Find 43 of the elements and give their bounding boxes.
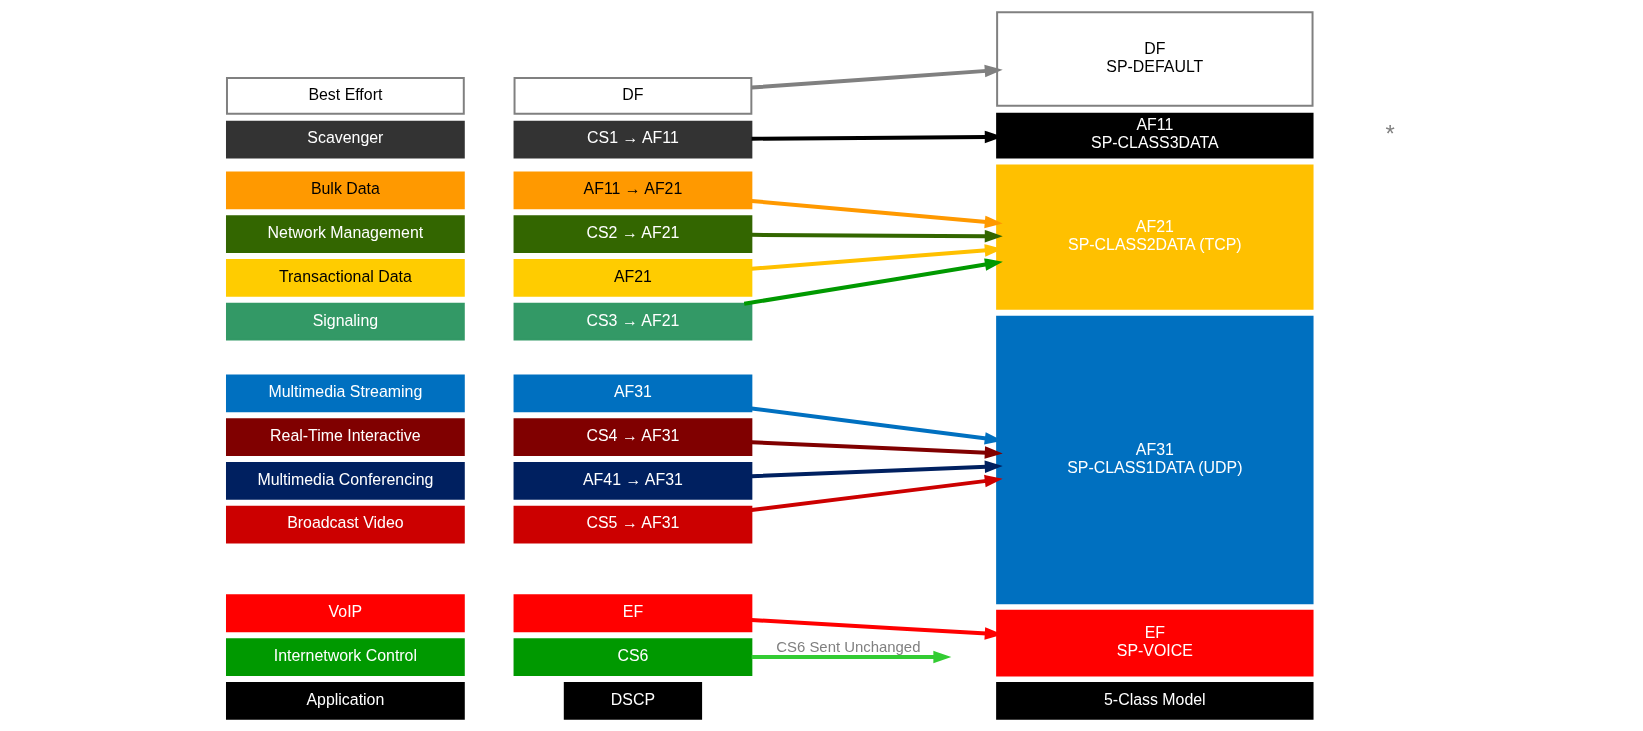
node-box: Multimedia Streaming: [225, 374, 465, 413]
node-box: CS3 → AF21: [513, 302, 752, 341]
edge-label: CS6 Sent Unchanged: [775, 638, 920, 656]
node-box: CS6: [513, 638, 752, 676]
node-box: Scavenger: [225, 120, 465, 159]
node-box: AF11 SP-CLASS3DATA: [995, 112, 1314, 159]
node-box: Signaling: [225, 302, 465, 341]
node-box: Bulk Data: [225, 171, 465, 210]
arrow: [750, 244, 1003, 271]
arrow: [750, 474, 1003, 513]
arrow: [751, 460, 1003, 479]
node-box: DF SP-DEFAULT: [995, 11, 1314, 107]
node-box: CS2 → AF21: [513, 215, 752, 254]
node-box: AF41 → AF31: [513, 462, 752, 500]
node-box: EF: [513, 594, 752, 633]
node-box: AF21 SP-CLASS2DATA (TCP): [995, 164, 1314, 310]
node-box: DSCP: [563, 681, 702, 720]
arrow: [751, 229, 1003, 243]
arrow: [750, 64, 1003, 90]
node-box: DF: [513, 76, 752, 115]
node-box: CS1 → AF11: [513, 120, 752, 159]
node-box: EF SP-VOICE: [995, 609, 1314, 677]
node-box: AF11 → AF21: [513, 171, 752, 210]
node-box: Transactional Data: [225, 259, 465, 297]
node-box: AF31 SP-CLASS1DATA (UDP): [995, 315, 1314, 605]
label: *: [1385, 119, 1395, 147]
node-box: Multimedia Conferencing: [225, 462, 465, 500]
node-box: 5-Class Model: [995, 681, 1314, 720]
node-box: Broadcast Video: [225, 505, 465, 544]
node-box: VoIP: [225, 594, 465, 633]
node-box: CS5 → AF31: [513, 505, 752, 544]
arrow: [743, 258, 1003, 306]
arrow: [751, 440, 1003, 459]
node-box: Internetwork Control: [225, 638, 465, 676]
node-box: Network Management: [225, 215, 465, 254]
node-box: Application: [225, 681, 465, 720]
arrow: [750, 198, 1003, 229]
node-box: AF21: [513, 259, 752, 297]
arrow: [751, 650, 951, 664]
node-box: Best Effort: [225, 76, 465, 115]
node-box: AF31: [513, 374, 752, 413]
node-box: Real-Time Interactive: [225, 418, 465, 457]
node-box: CS4 → AF31: [513, 418, 752, 457]
